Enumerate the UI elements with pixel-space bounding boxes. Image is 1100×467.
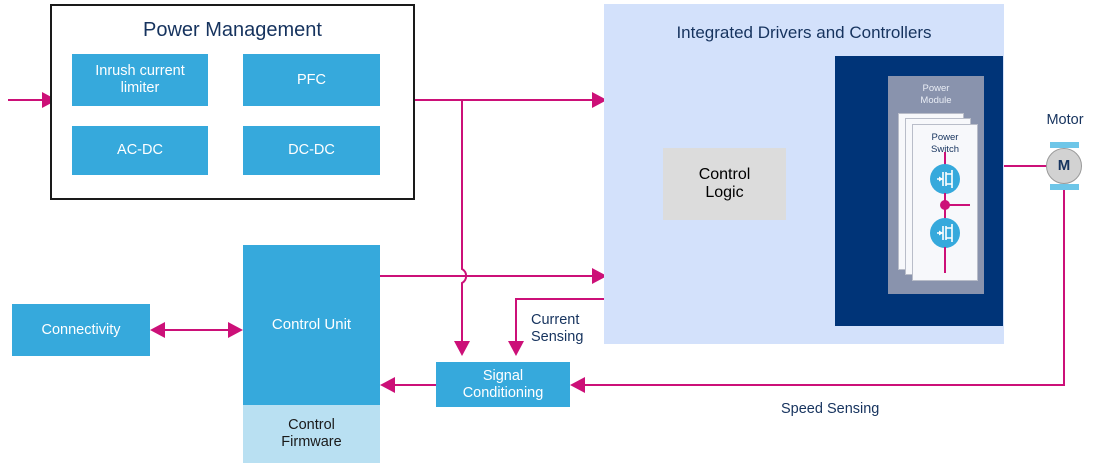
block-dc-dc[interactable]: DC-DC xyxy=(243,126,380,175)
block-connectivity[interactable]: Connectivity xyxy=(12,304,150,356)
wire-connectivity-to-control-unit xyxy=(162,329,232,331)
wire-current-sensing-vertical xyxy=(515,298,517,343)
arrowhead-current-sensing xyxy=(508,341,524,356)
block-pfc[interactable]: PFC xyxy=(243,54,380,106)
power-module-label-text: Power Module xyxy=(920,83,952,106)
label-current-sensing: Current Sensing xyxy=(531,312,584,346)
wire-pm-drop-upper xyxy=(461,99,463,265)
power-switch-wire-top xyxy=(944,152,946,166)
arrowhead-speed-sensing xyxy=(570,377,585,393)
wire-pm-drop-lower xyxy=(461,287,463,343)
wire-speed-sensing-horizontal xyxy=(584,384,1065,386)
arrowhead-to-control-unit xyxy=(228,322,243,338)
wire-motor-down xyxy=(1063,188,1065,385)
motor-icon: M xyxy=(1046,148,1082,184)
mosfet-icon-high-side xyxy=(930,164,960,194)
motor-terminal-top xyxy=(1050,142,1079,148)
power-module-label: Power Module xyxy=(888,80,984,110)
signal-conditioning-label: Signal Conditioning xyxy=(462,367,544,401)
label-speed-sensing: Speed Sensing xyxy=(781,401,880,417)
block-control-logic[interactable]: Control Logic xyxy=(663,148,786,220)
wire-current-sensing-horizontal xyxy=(515,298,620,300)
mosfet-icon-low-side xyxy=(930,218,960,248)
block-ac-dc[interactable]: AC-DC xyxy=(72,126,208,175)
block-signal-conditioning[interactable]: Signal Conditioning xyxy=(436,362,570,407)
wire-idc-to-motor xyxy=(1003,165,1047,167)
power-switch-wire-bottom xyxy=(944,247,946,273)
block-inrush-current-limiter[interactable]: Inrush current limiter xyxy=(72,54,208,106)
block-control-firmware[interactable]: Control Firmware xyxy=(243,405,380,463)
power-switch-label: Power Switch xyxy=(912,130,978,158)
power-switch-label-text: Power Switch xyxy=(931,132,959,155)
wire-control-unit-to-idc xyxy=(380,275,598,277)
control-logic-label: Control Logic xyxy=(698,165,751,201)
block-control-unit[interactable]: Control Unit xyxy=(243,245,380,405)
motor-terminal-bottom xyxy=(1050,184,1079,190)
arrowhead-control-unit-to-idc xyxy=(592,268,607,284)
control-firmware-label: Control Firmware xyxy=(281,417,342,450)
wire-pm-bus-horizontal xyxy=(415,99,598,101)
arrowhead-to-connectivity xyxy=(150,322,165,338)
power-management-title: Power Management xyxy=(143,18,322,41)
wire-signal-conditioning-to-control-unit xyxy=(392,384,438,386)
arrowhead-signal-to-control-unit xyxy=(380,377,395,393)
motor-label: Motor xyxy=(1046,111,1084,128)
wire-ac-input xyxy=(8,99,48,101)
power-switch-output-tap xyxy=(944,204,970,206)
wire-hop-crossing xyxy=(455,263,477,294)
arrowhead-pm-to-idc xyxy=(592,92,607,108)
integrated-drivers-title: Integrated Drivers and Controllers xyxy=(676,23,932,43)
arrowhead-pm-to-signal-conditioning xyxy=(454,341,470,356)
power-switch-junction-dot xyxy=(940,200,950,210)
